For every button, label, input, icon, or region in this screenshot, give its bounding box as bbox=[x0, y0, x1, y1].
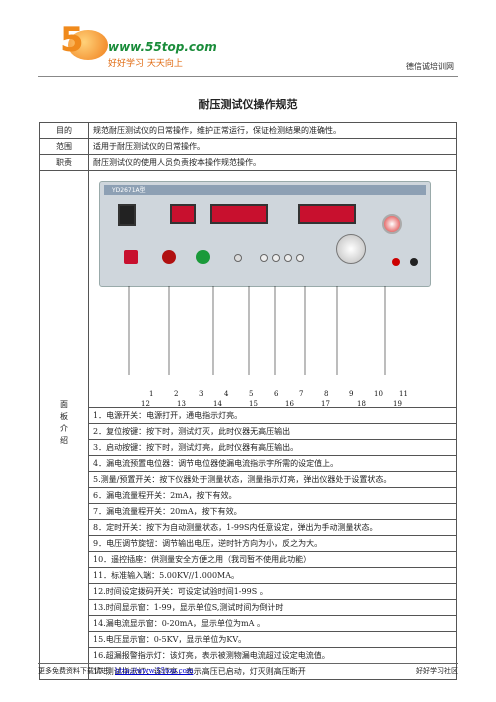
callout-number: 5 bbox=[249, 390, 254, 398]
callout-number: 15 bbox=[249, 400, 258, 408]
row-scope: 范围 适用于耐压测试仪的日常操作。 bbox=[39, 138, 457, 155]
voltage-display bbox=[298, 204, 356, 224]
item-14: 14.漏电流显示窗：0-20mA，显示单位为mA 。 bbox=[88, 615, 457, 632]
item-8: 8．定时开关：按下为自动测量状态，1-99S内任意设定，弹出为手动测量状态。 bbox=[88, 519, 457, 536]
callout-number: 2 bbox=[174, 390, 179, 398]
footer-link[interactable]: http://www.55top.com bbox=[115, 667, 194, 675]
spec-table: 目的 规范耐压测试仪的日常操作，维护正常运行，保证检测结果的准确性。 范围 适用… bbox=[39, 122, 457, 680]
preset-pot bbox=[234, 254, 242, 262]
panel-label-text: 面板介绍 bbox=[59, 399, 69, 448]
callout-number: 17 bbox=[321, 400, 330, 408]
item-3: 3．启动按键：按下时，测试灯亮，此时仪器有高压输出。 bbox=[88, 439, 457, 456]
power-switch bbox=[124, 250, 138, 264]
current-display bbox=[210, 204, 268, 224]
panel-model: YD2671A型 bbox=[112, 187, 146, 194]
callout-number: 9 bbox=[349, 390, 354, 398]
item-17: 17.测试指示灯：该灯亮，表示高压已启动，灯灭则高压断开 bbox=[88, 663, 457, 680]
item-11: 11．标准输入端：5.00KV//1.000MA。 bbox=[88, 567, 457, 584]
callout-number: 6 bbox=[274, 390, 279, 398]
reset-button bbox=[162, 250, 176, 264]
item-2: 2．复位按键：按下时，测试灯灭，此时仪器无高压输出 bbox=[88, 423, 457, 440]
logo-slogan: 好好学习 天天向上 bbox=[108, 59, 183, 69]
callout-lines bbox=[128, 286, 386, 375]
switch-6 bbox=[272, 254, 280, 262]
row-label: 范围 bbox=[39, 138, 89, 155]
header-right-text: 德信诚培训网 bbox=[406, 62, 454, 71]
callout-number: 13 bbox=[177, 400, 186, 408]
row-purpose: 目的 规范耐压测试仪的日常操作，维护正常运行，保证检测结果的准确性。 bbox=[39, 122, 457, 139]
tester-panel-photo: YD2671A型 bbox=[99, 181, 431, 287]
item-4: 4．漏电流预置电位器：调节电位器使漏电流指示字所需的设定值上。 bbox=[88, 455, 457, 472]
item-6: 6．漏电流量程开关：2mA，按下有效。 bbox=[88, 487, 457, 504]
callout-number: 18 bbox=[357, 400, 366, 408]
panel-section-label: 面板介绍 bbox=[39, 170, 89, 680]
logo-mark bbox=[68, 30, 108, 60]
callout-number: 12 bbox=[141, 400, 150, 408]
logo-number: 5 bbox=[60, 20, 84, 60]
row-text: 耐压测试仪的使用人员负责按本操作规范操作。 bbox=[88, 154, 457, 171]
row-text: 适用于耐压测试仪的日常操作。 bbox=[88, 138, 457, 155]
black-terminal bbox=[410, 258, 418, 266]
switch-7 bbox=[284, 254, 292, 262]
callout-number: 4 bbox=[224, 390, 229, 398]
panel-head: YD2671A型 bbox=[104, 185, 426, 195]
dip-switch bbox=[118, 204, 136, 226]
item-15: 15.电压显示窗：0-5KV，显示单位为KV。 bbox=[88, 631, 457, 648]
callout-number: 3 bbox=[199, 390, 204, 398]
footer-prefix: 更多免费资料下载请进： bbox=[38, 667, 115, 675]
row-label: 职责 bbox=[39, 154, 89, 171]
hv-terminal bbox=[382, 214, 402, 234]
switch-8 bbox=[296, 254, 304, 262]
item-9: 9．电压调节旋钮：调节输出电压，逆时针方向为小，反之为大。 bbox=[88, 535, 457, 552]
row-label: 目的 bbox=[39, 122, 89, 139]
logo-url: www.55top.com bbox=[108, 40, 217, 54]
start-button bbox=[196, 250, 210, 264]
row-text: 规范耐压测试仪的日常操作，维护正常运行，保证检测结果的准确性。 bbox=[88, 122, 457, 139]
switch-5 bbox=[260, 254, 268, 262]
item-5: 5.测量/预置开关：按下仪器处于测量状态，测量指示灯亮，弹出仪器处于设置状态。 bbox=[88, 471, 457, 488]
item-13: 13.时间显示窗：1-99，显示单位S,测试时间为倒计时 bbox=[88, 599, 457, 616]
callout-number: 16 bbox=[285, 400, 294, 408]
item-10: 10．遥控插座：供测量安全方便之用（我司暂不使用此功能） bbox=[88, 551, 457, 568]
panel-photo-cell: YD2671A型 bbox=[88, 170, 457, 408]
callout-number: 14 bbox=[213, 400, 222, 408]
red-terminal bbox=[392, 258, 400, 266]
callout-number: 11 bbox=[399, 390, 408, 398]
callout-number: 19 bbox=[393, 400, 402, 408]
row-duty: 职责 耐压测试仪的使用人员负责按本操作规范操作。 bbox=[39, 154, 457, 171]
page-header: 5 www.55top.com 好好学习 天天向上 德信诚培训网 bbox=[38, 18, 458, 77]
callout-number: 10 bbox=[374, 390, 383, 398]
callout-number: 7 bbox=[299, 390, 304, 398]
document-title: 耐压测试仪操作规范 bbox=[198, 98, 298, 111]
item-7: 7．漏电流量程开关：20mA，按下有效。 bbox=[88, 503, 457, 520]
callout-number: 1 bbox=[149, 390, 154, 398]
footer-right: 好好学习社区 bbox=[416, 667, 458, 675]
item-12: 12.时间设定拨码开关：可设定试验时间1-99S 。 bbox=[88, 583, 457, 600]
time-display bbox=[170, 204, 196, 224]
voltage-knob bbox=[336, 234, 366, 264]
callout-number: 8 bbox=[324, 390, 329, 398]
page-footer: 更多免费资料下载请进：http://www.55top.com 好好学习社区 bbox=[38, 663, 458, 676]
item-16: 16.超漏报警指示灯：该灯亮，表示被测物漏电流超过设定电流值。 bbox=[88, 647, 457, 664]
